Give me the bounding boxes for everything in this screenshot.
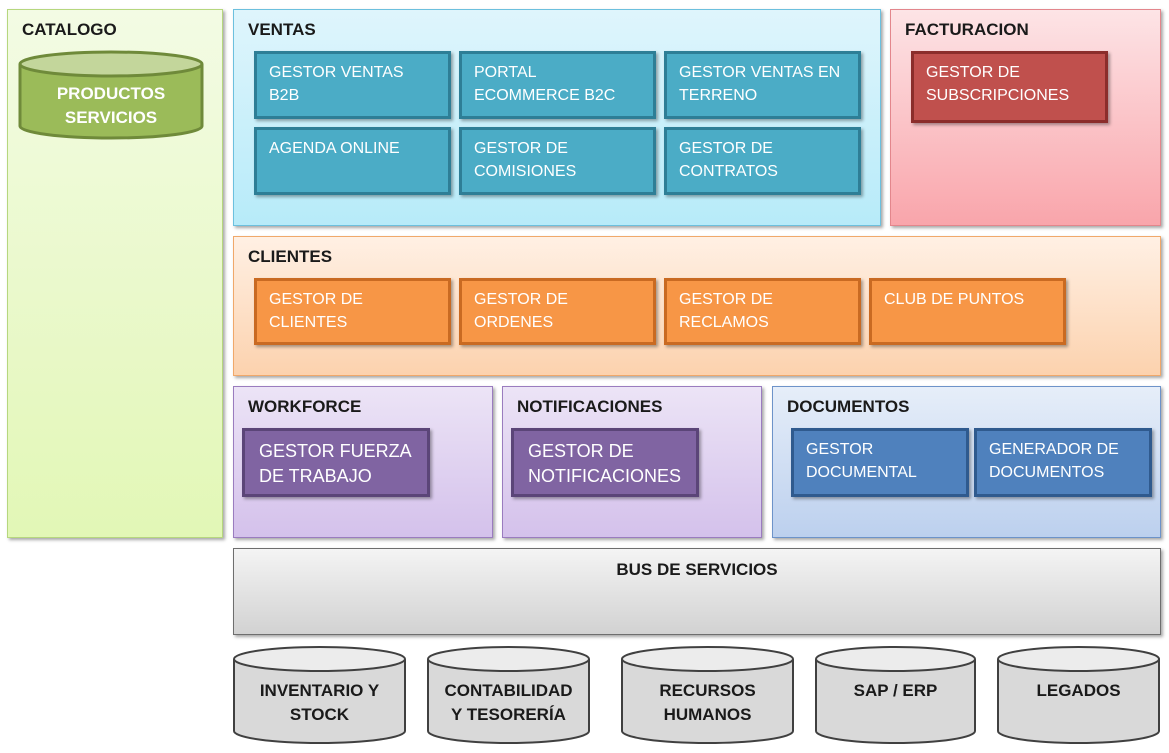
bus-de-servicios-title: BUS DE SERVICIOS [616, 560, 778, 579]
inventario-stock-label: INVENTARIO Y STOCK [259, 681, 380, 724]
clientes-title: CLIENTES [248, 247, 333, 266]
clientes-panel: CLIENTES GESTOR DE CLIENTES GESTOR DE OR… [233, 236, 1161, 376]
gestor-ordenes-box[interactable]: GESTOR DE ORDENES [459, 278, 656, 345]
portal-ecommerce-b2c-box[interactable]: PORTAL ECOMMERCE B2C [459, 51, 656, 119]
bus-de-servicios-panel: BUS DE SERVICIOS [233, 548, 1161, 635]
gestor-clientes-box[interactable]: GESTOR DE CLIENTES [254, 278, 451, 345]
gestor-ventas-b2b-box[interactable]: GESTOR VENTAS B2B [254, 51, 451, 119]
legados-label: LEGADOS [1036, 681, 1121, 700]
inventario-stock-database-icon[interactable]: INVENTARIO Y STOCK [232, 645, 407, 747]
gestor-ventas-terreno-box[interactable]: GESTOR VENTAS EN TERRENO [664, 51, 861, 119]
documentos-title: DOCUMENTOS [787, 397, 910, 416]
recursos-humanos-database-icon[interactable]: RECURSOS HUMANOS [620, 645, 795, 747]
contabilidad-tesoreria-database-icon[interactable]: CONTABILIDAD Y TESORERÍA [426, 645, 591, 747]
workforce-title: WORKFORCE [248, 397, 362, 416]
contabilidad-tesoreria-label: CONTABILIDAD Y TESORERÍA [444, 681, 573, 724]
catalogo-title: CATALOGO [22, 20, 117, 39]
legados-database-icon[interactable]: LEGADOS [996, 645, 1161, 747]
notificaciones-title: NOTIFICACIONES [517, 397, 663, 416]
generador-documentos-box[interactable]: GENERADOR DE DOCUMENTOS [974, 428, 1152, 497]
club-de-puntos-box[interactable]: CLUB DE PUNTOS [869, 278, 1066, 345]
productos-servicios-label: PRODUCTOS SERVICIOS [56, 84, 166, 127]
catalogo-panel: CATALOGO PRODUCTOS SERVICIOS [7, 9, 223, 538]
recursos-humanos-label: RECURSOS HUMANOS [659, 681, 756, 724]
facturacion-title: FACTURACION [905, 20, 1029, 39]
sap-erp-database-icon[interactable]: SAP / ERP [814, 645, 977, 747]
gestor-notificaciones-box[interactable]: GESTOR DE NOTIFICACIONES [511, 428, 699, 497]
gestor-fuerza-trabajo-box[interactable]: GESTOR FUERZA DE TRABAJO [242, 428, 430, 497]
documentos-panel: DOCUMENTOS GESTOR DOCUMENTAL GENERADOR D… [772, 386, 1161, 538]
sap-erp-label: SAP / ERP [853, 681, 938, 700]
gestor-subscripciones-box[interactable]: GESTOR DE SUBSCRIPCIONES [911, 51, 1108, 123]
gestor-documental-box[interactable]: GESTOR DOCUMENTAL [791, 428, 969, 497]
productos-servicios-database-icon[interactable]: PRODUCTOS SERVICIOS [17, 50, 205, 142]
notificaciones-panel: NOTIFICACIONES GESTOR DE NOTIFICACIONES [502, 386, 762, 538]
gestor-contratos-box[interactable]: GESTOR DE CONTRATOS [664, 127, 861, 195]
agenda-online-box[interactable]: AGENDA ONLINE [254, 127, 451, 195]
facturacion-panel: FACTURACION GESTOR DE SUBSCRIPCIONES [890, 9, 1161, 226]
ventas-panel: VENTAS GESTOR VENTAS B2B PORTAL ECOMMERC… [233, 9, 881, 226]
gestor-comisiones-box[interactable]: GESTOR DE COMISIONES [459, 127, 656, 195]
gestor-reclamos-box[interactable]: GESTOR DE RECLAMOS [664, 278, 861, 345]
workforce-panel: WORKFORCE GESTOR FUERZA DE TRABAJO [233, 386, 493, 538]
ventas-title: VENTAS [248, 20, 316, 39]
